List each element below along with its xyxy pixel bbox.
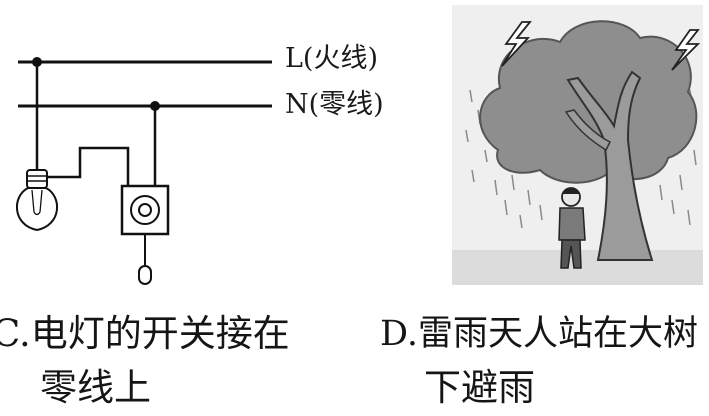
option-d-line2: 下避雨 xyxy=(424,366,535,409)
lightning-icon xyxy=(671,29,701,71)
neutral-wire-label: N(零线) xyxy=(285,89,384,120)
light-bulb-icon xyxy=(15,169,59,232)
lightning-icon xyxy=(501,21,532,67)
option-c-line2: 零线上 xyxy=(40,366,151,409)
pull-switch-icon xyxy=(120,184,170,285)
live-wire-label: L(火线) xyxy=(285,43,378,74)
person-figure xyxy=(558,187,586,269)
thunderstorm-tree-illustration xyxy=(452,5,703,285)
lamp-to-switch-wire xyxy=(44,146,130,188)
option-d-line1: D.雷雨天人站在大树 xyxy=(380,314,698,354)
option-c-line1: C.电灯的开关接在 xyxy=(0,312,290,355)
